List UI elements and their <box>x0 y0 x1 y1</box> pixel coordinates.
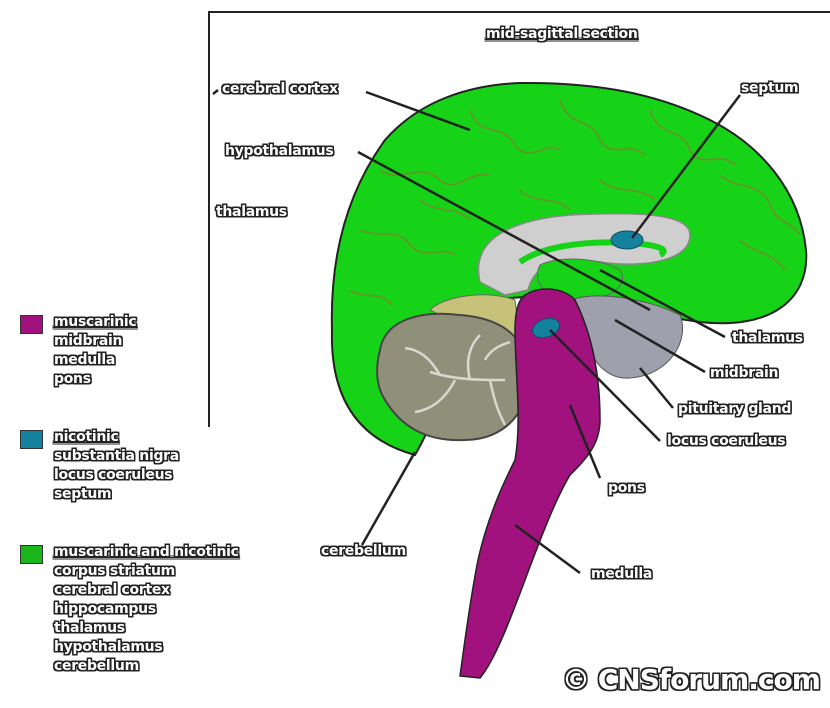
label-locus-coeruleus: locus coeruleus <box>667 433 785 449</box>
septum-spot <box>611 231 643 249</box>
label-pons: pons <box>608 480 645 496</box>
legend-item: substantia nigra <box>54 447 179 466</box>
legend-item: corpus striatum <box>54 562 175 581</box>
legend-item: cerebral cortex <box>54 581 170 600</box>
legend-item: pons <box>54 370 91 389</box>
legend-item: midbrain <box>54 332 122 351</box>
legend-heading: muscarinic and nicotinic <box>54 543 239 562</box>
legend-item: cerebellum <box>54 657 139 676</box>
label-thalamus-right: thalamus <box>732 330 803 346</box>
label-thalamus-left: thalamus <box>216 204 287 220</box>
legend-swatch-muscarinic <box>20 315 43 334</box>
label-cerebral-cortex: cerebral cortex <box>222 81 338 97</box>
legend-item: thalamus <box>54 619 125 638</box>
label-septum: septum <box>741 80 798 96</box>
diagram-title: mid-sagittal section <box>486 26 638 42</box>
legend-item: hypothalamus <box>54 638 162 657</box>
copyright-logo: © CNSforum.com <box>562 663 820 696</box>
legend-swatch-both <box>20 545 43 564</box>
legend-item: hippocampus <box>54 600 156 619</box>
legend-heading: muscarinic <box>54 313 136 332</box>
label-medulla: medulla <box>591 566 652 582</box>
legend-item: septum <box>54 485 111 504</box>
label-hypothalamus: hypothalamus <box>225 143 333 159</box>
label-midbrain: midbrain <box>710 365 778 381</box>
legend-item: medulla <box>54 351 115 370</box>
label-cerebellum: cerebellum <box>321 543 406 559</box>
legend-item: locus coeruleus <box>54 466 172 485</box>
legend-swatch-nicotinic <box>20 430 43 449</box>
label-pituitary-gland: pituitary gland <box>678 401 791 417</box>
legend-heading: nicotinic <box>54 428 119 447</box>
